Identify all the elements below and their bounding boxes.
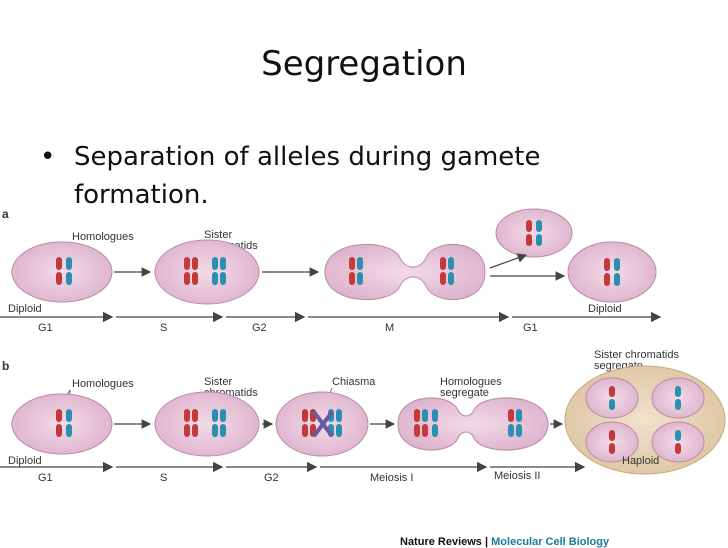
panel-a-start-label: Diploid: [8, 303, 42, 315]
cell-s: [154, 239, 260, 305]
cell-g1-top: [495, 208, 573, 258]
label-homologues-b: Homologues: [72, 378, 134, 390]
haploid-cell-1: [585, 377, 639, 419]
panel-a-letter: a: [2, 207, 9, 221]
label-sister-chromatids: Sister chromatids: [594, 349, 679, 361]
cell-g1-bottom: [567, 241, 657, 303]
label-homologues: Homologues: [72, 231, 134, 243]
cell-b-s: [154, 391, 260, 457]
panel-b-start-label: Diploid: [8, 455, 42, 467]
slide-title: Segregation: [261, 44, 467, 84]
cell-b-g1: [11, 393, 113, 455]
cell-m-dividing: [324, 243, 486, 301]
credit-journal: Nature Reviews: [400, 536, 482, 548]
haploid-cell-2: [651, 377, 705, 419]
stage-b-meiosis-i: Meiosis I: [370, 472, 413, 484]
panel-b-end-label: Haploid: [622, 455, 659, 467]
figure-credit: Nature Reviews | Molecular Cell Biology: [400, 536, 609, 548]
credit-subject: Molecular Cell Biology: [491, 536, 610, 548]
stage-a-s: S: [160, 322, 167, 334]
bullet-marker: •: [40, 142, 56, 172]
label-sister: Sister: [204, 229, 232, 241]
stage-a-g1: G1: [38, 322, 53, 334]
panel-a-end-label: Diploid: [588, 303, 622, 315]
chromosomes-a: [56, 220, 620, 286]
label-chiasma: Chiasma: [332, 376, 376, 388]
chromosomes-b: [56, 386, 681, 454]
haploid-cell-4: [651, 421, 705, 463]
stage-b-meiosis-ii: Meiosis II: [494, 470, 540, 482]
label-homologues-segregate: Homologues: [440, 376, 502, 388]
stage-b-g1: G1: [38, 472, 53, 484]
cell-g1: [11, 241, 113, 303]
stage-a-g2: G2: [252, 322, 267, 334]
stage-a-g1b: G1: [523, 322, 538, 334]
stage-b-g2: G2: [264, 472, 279, 484]
stage-a-m: M: [385, 322, 394, 334]
credit-separator: |: [485, 536, 489, 548]
panel-b-letter: b: [2, 359, 9, 373]
stage-b-s: S: [160, 472, 167, 484]
label-sister-b: Sister: [204, 376, 232, 388]
haploid-cell-3: [585, 421, 639, 463]
label-segregate: segregate: [440, 387, 489, 399]
cell-b-meiosis-i: [397, 397, 549, 451]
bullet-text: Separation of alleles during gamete form…: [74, 142, 541, 210]
